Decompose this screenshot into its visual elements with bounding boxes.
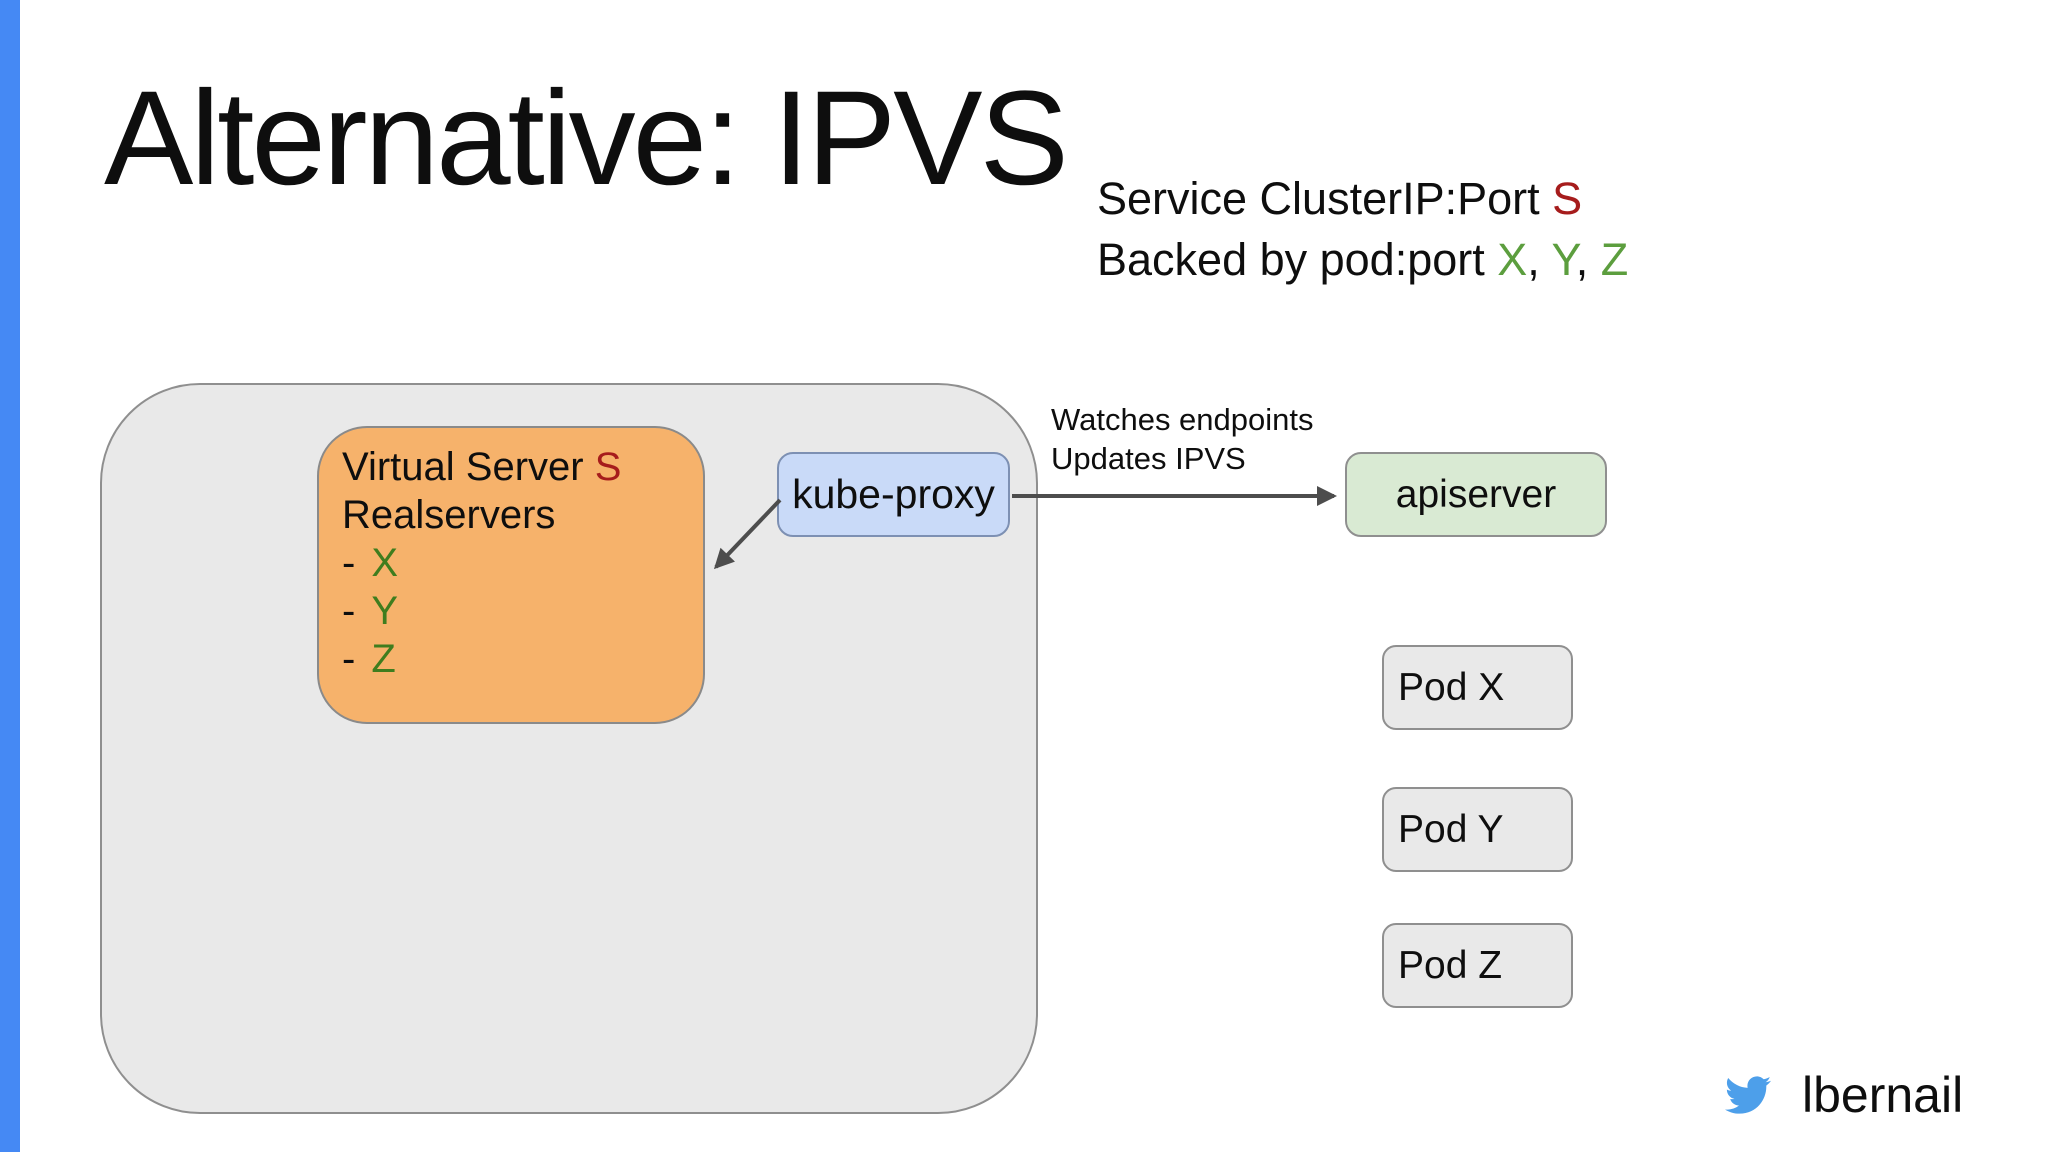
pod-x-box: Pod X bbox=[1382, 645, 1573, 730]
realserver-x: X bbox=[371, 541, 399, 585]
annotation-separator: , bbox=[1575, 234, 1601, 285]
realserver-z: Z bbox=[371, 637, 396, 681]
annotation-line1-prefix: Service ClusterIP:Port bbox=[1097, 173, 1553, 224]
pod-y-label: Pod Y bbox=[1398, 807, 1504, 851]
annotation-pod-y: Y bbox=[1551, 234, 1576, 285]
realserver-item-z: -Z bbox=[342, 635, 703, 683]
realserver-y: Y bbox=[371, 589, 399, 633]
watch-arrow-label: Watches endpoints Updates IPVS bbox=[1051, 400, 1314, 478]
item-dash: - bbox=[342, 541, 356, 585]
realserver-item-y: -Y bbox=[342, 587, 703, 635]
annotation-line2-prefix: Backed by pod:port bbox=[1097, 234, 1498, 285]
pod-z-label: Pod Z bbox=[1398, 943, 1503, 987]
kube-proxy-box: kube-proxy bbox=[777, 452, 1010, 537]
slide-title: Alternative: IPVS bbox=[104, 64, 1069, 213]
item-dash: - bbox=[342, 589, 356, 633]
virtual-server-box: Virtual Server S Realservers -X -Y -Z bbox=[317, 426, 705, 724]
twitter-handle: lbernail bbox=[1802, 1067, 1964, 1123]
service-annotation-line2: Backed by pod:port X, Y, Z bbox=[1097, 229, 1628, 290]
left-accent-bar bbox=[0, 0, 20, 1152]
watch-arrow-label-line1: Watches endpoints bbox=[1051, 402, 1314, 437]
virtual-server-title: Virtual Server S bbox=[342, 443, 703, 491]
watch-arrow-label-line2: Updates IPVS bbox=[1051, 441, 1246, 476]
virtual-server-port: S bbox=[594, 445, 622, 489]
virtual-server-title-prefix: Virtual Server bbox=[342, 445, 595, 489]
realservers-label: Realservers bbox=[342, 493, 556, 537]
pod-z-box: Pod Z bbox=[1382, 923, 1573, 1008]
item-dash: - bbox=[342, 637, 356, 681]
apiserver-box: apiserver bbox=[1345, 452, 1607, 537]
footer-credit: lbernail bbox=[1720, 1070, 1963, 1120]
annotation-separator: , bbox=[1527, 234, 1552, 285]
twitter-bird-icon bbox=[1725, 1076, 1771, 1114]
apiserver-label: apiserver bbox=[1395, 472, 1557, 516]
kube-proxy-label: kube-proxy bbox=[792, 471, 995, 517]
pod-y-box: Pod Y bbox=[1382, 787, 1573, 872]
service-annotation-line1: Service ClusterIP:Port S bbox=[1097, 168, 1628, 229]
annotation-pod-z: Z bbox=[1600, 234, 1629, 285]
service-annotation: Service ClusterIP:Port S Backed by pod:p… bbox=[1097, 168, 1628, 290]
pod-x-label: Pod X bbox=[1398, 665, 1505, 709]
annotation-pod-x: X bbox=[1497, 234, 1528, 285]
realserver-item-x: -X bbox=[342, 539, 703, 587]
annotation-service-port: S bbox=[1552, 173, 1583, 224]
